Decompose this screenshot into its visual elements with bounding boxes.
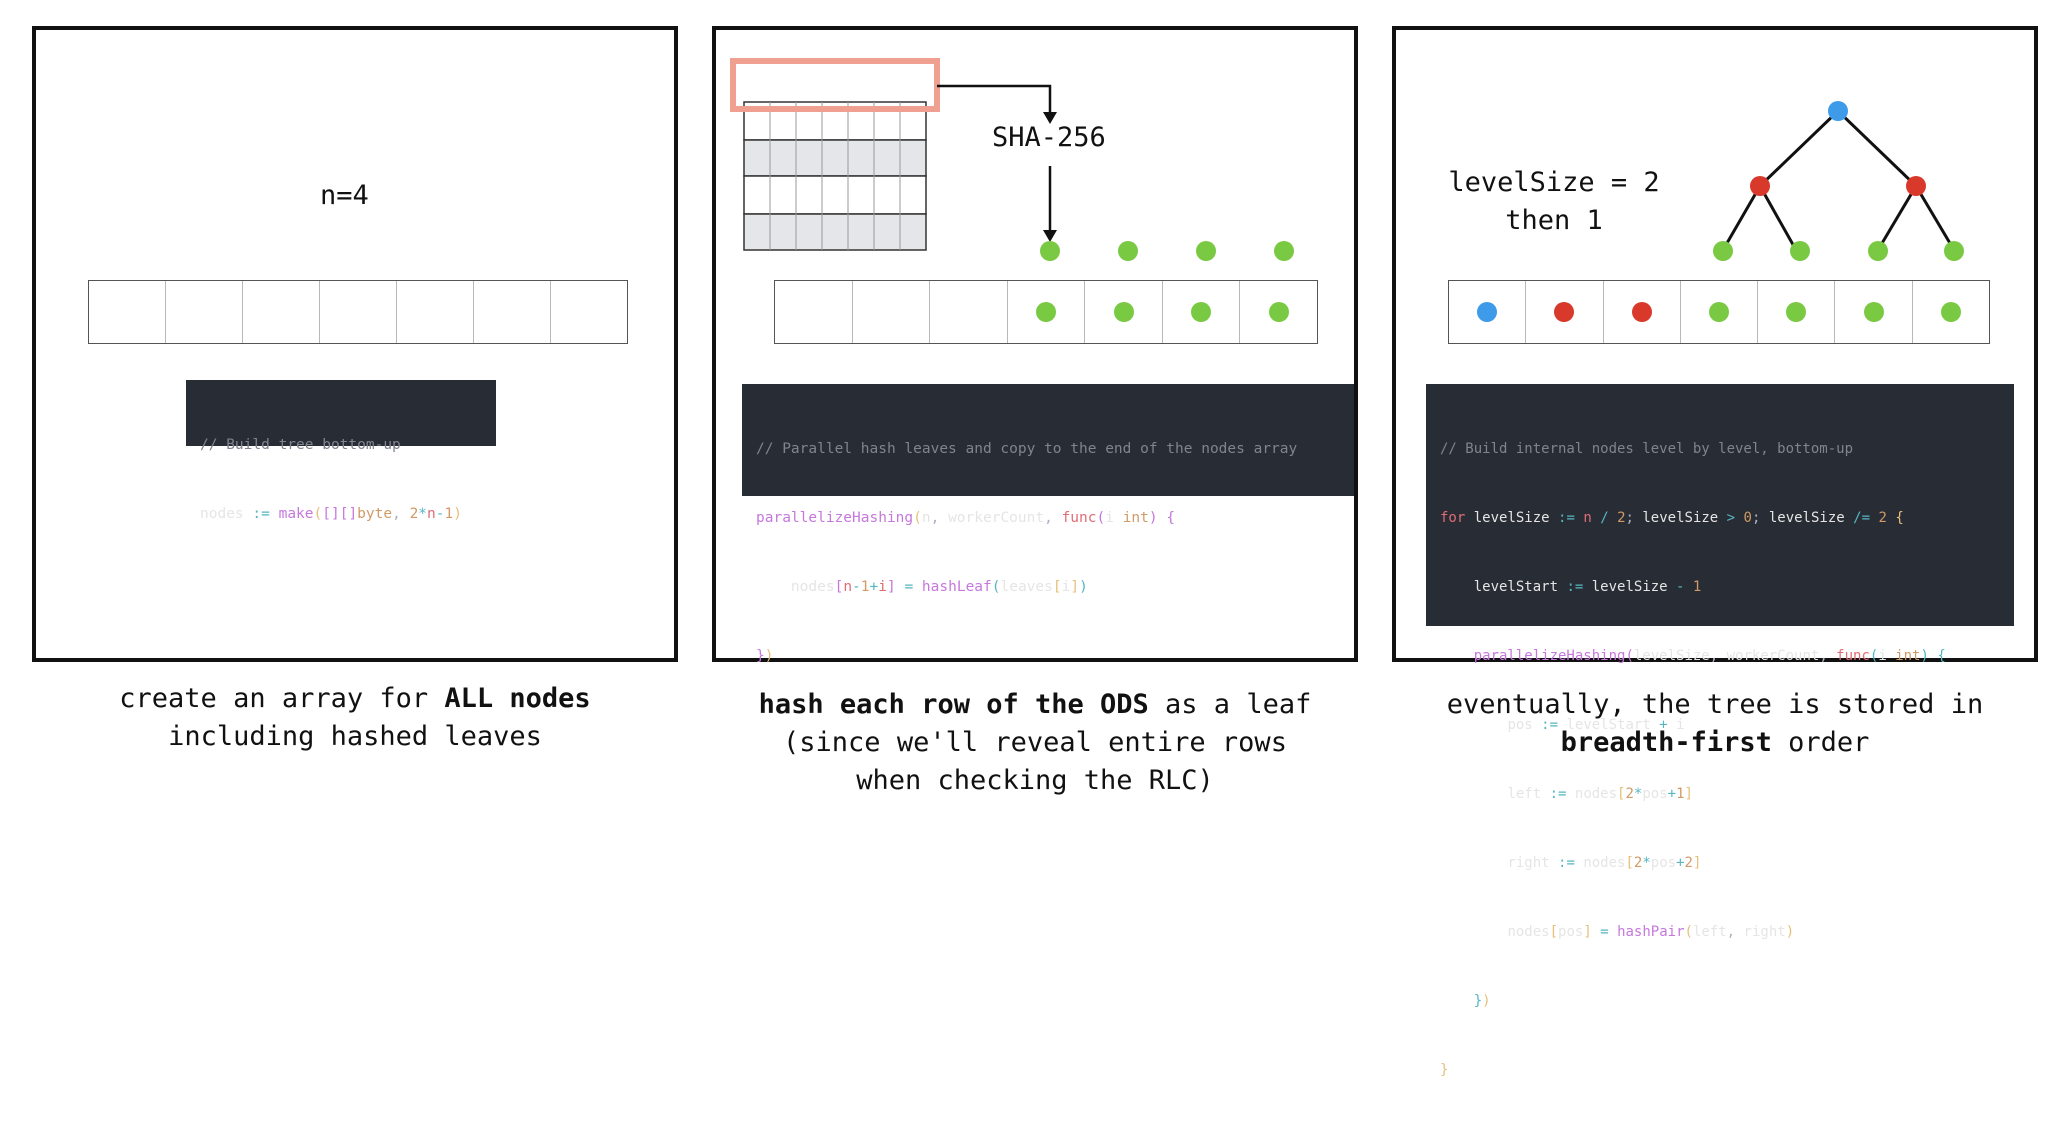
array-cell-leaf	[1163, 281, 1241, 343]
code-comment: // Build internal nodes level by level, …	[1440, 441, 1854, 457]
panel-tree-layout: levelSize = 2 then 1 // Build internal n…	[1392, 26, 2038, 1078]
code-line: levelStart := levelSize - 1	[1473, 579, 1702, 595]
root-node	[1828, 101, 1848, 121]
array-cell	[320, 281, 397, 343]
array-cell-leaf	[1681, 281, 1759, 343]
caption-bold: ALL nodes	[444, 683, 591, 714]
code-line: })	[1473, 993, 1491, 1009]
arrow-head	[1043, 112, 1057, 124]
code-line: parallelizeHashing(n, workerCount, func(…	[756, 510, 1176, 526]
code-comment: // Build tree bottom-up	[200, 437, 401, 453]
hash-diagram	[730, 58, 1294, 261]
leaf-node	[1868, 241, 1888, 261]
caption-text: order	[1771, 727, 1870, 758]
leaf-node	[1708, 302, 1729, 322]
arrow-head	[1043, 230, 1057, 242]
level-size-label: levelSize = 2 then 1	[1444, 164, 1664, 240]
internal-node	[1906, 176, 1926, 196]
code-line: for levelSize := n / 2; levelSize > 0; l…	[1440, 510, 1904, 526]
leaf-node	[1274, 241, 1294, 261]
code-line: pos := levelStart + i	[1507, 717, 1685, 733]
code-comment: // Parallel hash leaves and copy to the …	[756, 441, 1298, 457]
array-cell	[474, 281, 551, 343]
code-line: right := nodes[2*pos+2]	[1507, 855, 1702, 871]
panel-hash-leaves: SHA-256 // Parallel hash leaves and copy…	[712, 26, 1358, 664]
leaf-node	[1940, 302, 1961, 322]
leaf-node	[1040, 241, 1060, 261]
code-line: })	[756, 648, 774, 664]
internal-node	[1631, 302, 1652, 322]
array-cell	[166, 281, 243, 343]
caption-bold: hash each row of the ODS	[758, 689, 1149, 720]
array-cell	[243, 281, 320, 343]
code-line: nodes := make([][]byte, 2*n-1)	[200, 506, 462, 522]
leaf-node	[1268, 302, 1289, 322]
array-cell	[551, 281, 627, 343]
internal-node	[1554, 302, 1575, 322]
leaf-node	[1863, 302, 1884, 322]
array-cell	[930, 281, 1008, 343]
leaf-node	[1944, 241, 1964, 261]
caption-text: including hashed leaves	[168, 721, 542, 752]
code-line: }	[1440, 1062, 1449, 1078]
caption-panel-3: eventually, the tree is stored in breadt…	[1392, 686, 2038, 762]
ods-grid	[743, 101, 927, 251]
code-line: left := nodes[2*pos+1]	[1507, 786, 1693, 802]
caption-text: (since we'll reveal entire rows	[783, 727, 1287, 758]
caption-bold: breadth-first	[1560, 727, 1772, 758]
array-cell-internal	[1526, 281, 1604, 343]
nodes-array	[774, 280, 1318, 344]
level-size-line: levelSize = 2	[1448, 167, 1660, 198]
array-cell-leaf	[1913, 281, 1989, 343]
caption-panel-2: hash each row of the ODS as a leaf (sinc…	[712, 686, 1358, 800]
hash-arrows	[937, 84, 1052, 230]
caption-text: eventually, the tree is stored in	[1446, 689, 1984, 720]
n-label: n=4	[320, 180, 369, 211]
sha256-label: SHA-256	[992, 122, 1106, 153]
code-block-make: // Build tree bottom-up nodes := make([]…	[186, 380, 496, 522]
leaf-node	[1036, 302, 1057, 322]
code-block-hash-leaves: // Parallel hash leaves and copy to the …	[742, 384, 1354, 664]
caption-text: create an array for	[119, 683, 445, 714]
array-cell	[853, 281, 931, 343]
code-line: nodes[n-1+i] = hashLeaf(leaves[i])	[790, 579, 1088, 595]
leaf-node	[1113, 302, 1134, 322]
array-cell-leaf	[1085, 281, 1163, 343]
tree-edges	[1721, 109, 1956, 251]
leaf-node	[1196, 241, 1216, 261]
array-cell	[397, 281, 474, 343]
tree-diagram	[1713, 101, 1964, 261]
leaf-node	[1191, 302, 1212, 322]
code-line: nodes[pos] = hashPair(left, right)	[1507, 924, 1795, 940]
leaf-node	[1786, 302, 1807, 322]
array-cell-internal	[1604, 281, 1681, 343]
array-cell-leaf	[1758, 281, 1836, 343]
code-block-build-levels: // Build internal nodes level by level, …	[1426, 384, 2014, 1078]
level-size-line: then 1	[1505, 205, 1603, 236]
caption-text: when checking the RLC)	[856, 765, 1214, 796]
leaf-node	[1790, 241, 1810, 261]
array-cell	[775, 281, 853, 343]
caption-panel-1: create an array for ALL nodes including …	[32, 680, 678, 756]
root-node	[1477, 302, 1498, 322]
leaf-node	[1713, 241, 1733, 261]
array-cell-leaf	[1835, 281, 1913, 343]
caption-text: as a leaf	[1148, 689, 1312, 720]
nodes-array	[1448, 280, 1990, 344]
nodes-array	[88, 280, 628, 344]
array-cell-leaf	[1008, 281, 1086, 343]
array-cell	[89, 281, 166, 343]
code-line: parallelizeHashing(levelSize, workerCoun…	[1473, 648, 1946, 664]
panel-create-array: n=4 // Build tree bottom-up nodes := mak…	[32, 26, 678, 662]
leaf-node	[1118, 241, 1138, 261]
array-cell-root	[1449, 281, 1527, 343]
array-cell-leaf	[1240, 281, 1317, 343]
internal-node	[1750, 176, 1770, 196]
